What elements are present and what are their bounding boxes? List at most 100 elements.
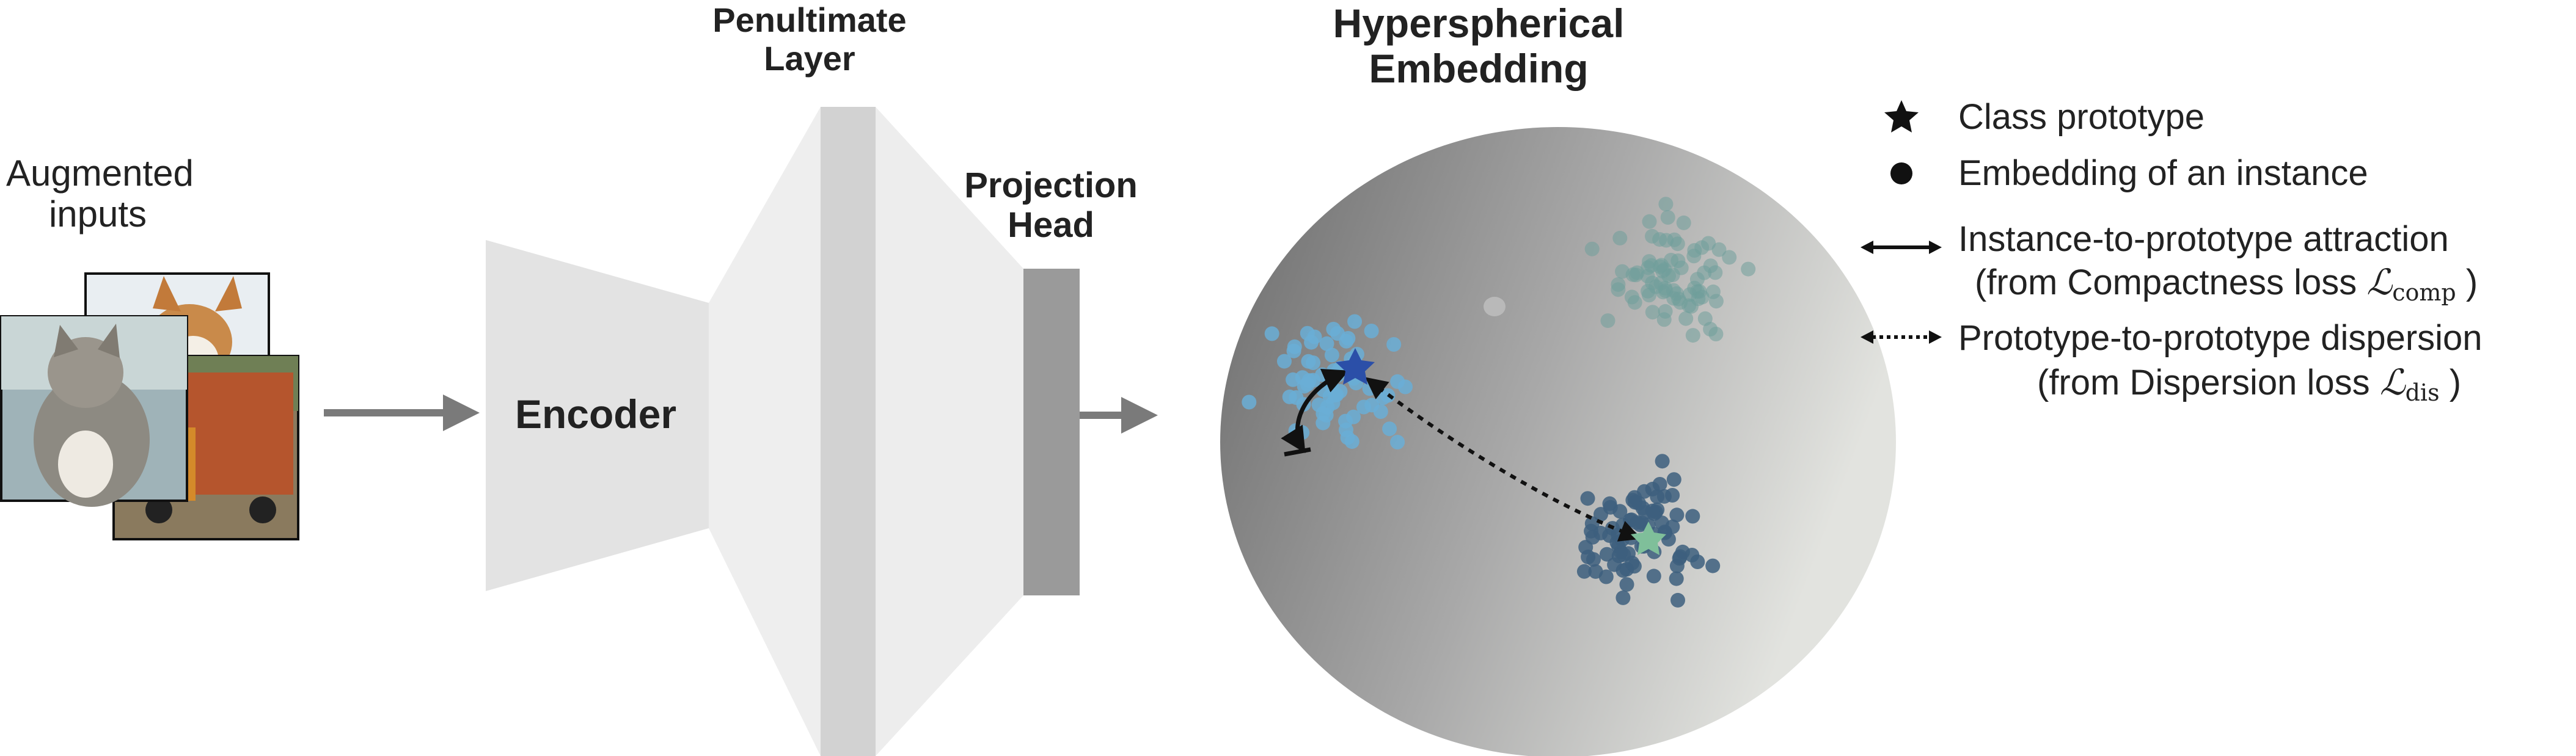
- cluster-a-point: [1242, 394, 1257, 410]
- cluster-c-point: [1670, 592, 1685, 608]
- cluster-b-point: [1660, 210, 1675, 225]
- cluster-b-point: [1741, 261, 1756, 277]
- cluster-a-point: [1347, 314, 1363, 329]
- cluster-c-point: [1581, 550, 1596, 564]
- cluster-c-point: [1669, 571, 1684, 586]
- cluster-c-point: [1603, 500, 1618, 515]
- cluster-a-point: [1264, 326, 1279, 341]
- cluster-a-point: [1364, 398, 1380, 413]
- cluster-b-point: [1624, 289, 1639, 305]
- cluster-b-point: [1648, 279, 1664, 294]
- cluster-c-point: [1635, 501, 1650, 516]
- hypersphere: [1220, 127, 1896, 756]
- loss-dis-subscript: dis: [2405, 379, 2440, 406]
- cluster-a-point: [1364, 324, 1379, 338]
- penultimate-funnel-left: [709, 107, 821, 756]
- hyperspherical-line-1: Hyperspherical: [1333, 1, 1625, 46]
- attraction-arrow: [1281, 368, 1349, 457]
- cluster-b-point: [1600, 313, 1615, 329]
- encoder-label: Encoder: [514, 391, 677, 437]
- cluster-b-point: [1676, 215, 1691, 230]
- projection-arrow: [1080, 397, 1158, 434]
- cluster-c-point: [1690, 554, 1705, 569]
- augmented-input-images: [0, 272, 299, 540]
- cluster-b-point: [1584, 241, 1600, 256]
- penultimate-line-1: Penultimate: [712, 1, 907, 39]
- cluster-b-point: [1642, 254, 1657, 269]
- cluster-c-point: [1576, 564, 1592, 579]
- cluster-a-point: [1319, 336, 1334, 351]
- projection-head-label: Projection Head: [944, 165, 1158, 245]
- cluster-b-point: [1658, 197, 1674, 212]
- cluster-a-point: [1382, 421, 1397, 437]
- augmented-inputs-line-2: inputs: [48, 194, 147, 235]
- cluster-b-point: [1642, 214, 1657, 229]
- cluster-c-point: [1705, 558, 1721, 573]
- projection-head-bar: [1023, 269, 1080, 595]
- cluster-a-point: [1326, 322, 1341, 336]
- cluster-b-point: [1645, 305, 1660, 320]
- cluster-b-point: [1666, 291, 1681, 306]
- cluster-c-point: [1655, 454, 1670, 469]
- cluster-c-point: [1615, 590, 1631, 605]
- cluster-a-point: [1339, 422, 1353, 437]
- cluster-b-point: [1708, 265, 1723, 280]
- penultimate-line-2: Layer: [764, 38, 855, 78]
- cluster-c-point: [1629, 515, 1644, 530]
- penultimate-funnel-right: [876, 107, 1023, 756]
- legend-attraction: Instance-to-prototype attraction: [1958, 219, 2449, 259]
- legend-solid-arrow-icon: [1861, 241, 1942, 254]
- penultimate-layer-bar: [821, 107, 876, 756]
- legend-class-prototype: Class prototype: [1958, 97, 2205, 137]
- cluster-b-point: [1611, 277, 1626, 292]
- cluster-b-point: [1686, 249, 1702, 264]
- cluster-a-point: [1362, 381, 1377, 396]
- cluster-a-point: [1390, 435, 1405, 449]
- cluster-c-point: [1669, 507, 1685, 523]
- attraction-close-paren: ): [2456, 263, 2478, 302]
- cluster-b-point: [1703, 322, 1718, 336]
- projection-line-1: Projection: [964, 165, 1138, 205]
- augmented-inputs-line-1: Augmented: [6, 153, 194, 194]
- cluster-b-point: [1689, 272, 1705, 287]
- cluster-c-point: [1611, 548, 1626, 564]
- cluster-a-point: [1286, 343, 1301, 358]
- legend-dot-icon: [1890, 162, 1912, 184]
- cluster-c-point: [1619, 577, 1634, 592]
- cluster-b-point: [1670, 253, 1686, 268]
- dispersion-source-text: (from Dispersion loss: [2037, 363, 2380, 402]
- penultimate-layer-label: Penultimate Layer: [697, 1, 923, 78]
- cluster-b-point: [1645, 228, 1659, 244]
- legend-star-icon: [1884, 100, 1919, 133]
- cluster-a-point: [1315, 415, 1331, 431]
- legend-embedding-instance: Embedding of an instance: [1958, 153, 2368, 193]
- cluster-b-point: [1612, 230, 1628, 245]
- cluster-b-point: [1685, 328, 1700, 343]
- cluster-c-point: [1637, 484, 1652, 499]
- cluster-b-point: [1683, 299, 1699, 314]
- cluster-c-point: [1625, 555, 1640, 570]
- cluster-b-point: [1701, 236, 1716, 251]
- dispersion-close-paren: ): [2439, 363, 2462, 402]
- cluster-c-point: [1599, 547, 1614, 562]
- cluster-c-point: [1646, 569, 1661, 584]
- cluster-c-point: [1666, 472, 1681, 487]
- legend-dispersion: Prototype-to-prototype dispersion: [1958, 318, 2483, 358]
- cluster-b-point: [1722, 250, 1737, 265]
- cluster-b-point: [1711, 242, 1727, 257]
- cluster-b-point: [1694, 289, 1710, 305]
- cluster-b-point: [1670, 236, 1685, 252]
- prototype-star-green: [1631, 522, 1666, 555]
- cluster-b-point: [1705, 284, 1721, 299]
- projection-line-2: Head: [1008, 205, 1094, 245]
- cluster-a-point: [1307, 329, 1322, 344]
- cluster-c-point: [1665, 488, 1680, 503]
- loss-comp-subscript: comp: [2392, 279, 2456, 306]
- cluster-c-point: [1580, 491, 1595, 506]
- cluster-b-point: [1625, 267, 1641, 282]
- cluster-a-point: [1346, 409, 1361, 424]
- input-arrow: [324, 394, 480, 431]
- legend-dotted-arrow-icon: [1861, 330, 1942, 344]
- legend-attraction-source: (from Compactness loss ℒcomp ): [1975, 261, 2478, 306]
